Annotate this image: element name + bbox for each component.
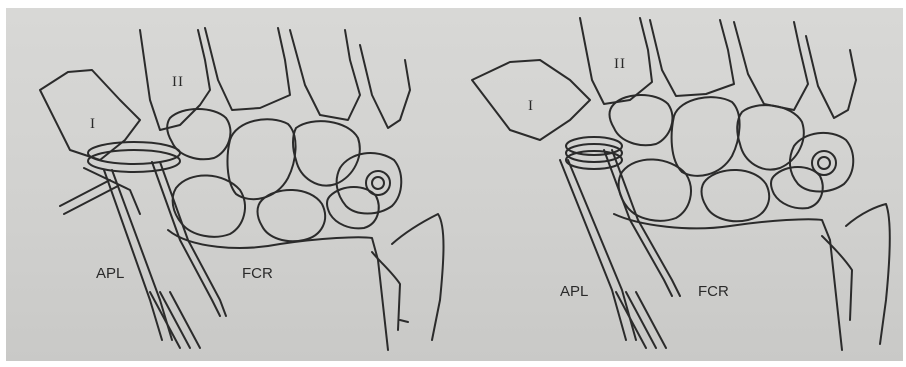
left-ulna-edge (372, 252, 400, 330)
left-metacarpal-III (205, 28, 290, 110)
right-metacarpal-IV (734, 22, 808, 110)
right-lunate (702, 170, 770, 221)
left-capitate (293, 121, 360, 185)
right-label-II: II (614, 56, 626, 72)
left-label-I: I (90, 116, 96, 132)
right-capitate (737, 105, 804, 169)
left-metacarpal-V (360, 45, 410, 128)
right-metacarpal-V (806, 36, 856, 118)
right-apl-slit (616, 292, 666, 348)
right-label-apl: APL (560, 283, 588, 300)
left-lunate (258, 190, 326, 241)
left-label-fcr: FCR (242, 265, 273, 282)
left-ulna (392, 214, 444, 340)
left-metacarpal-IV (290, 30, 360, 120)
right-label-fcr: FCR (698, 283, 729, 300)
left-pisiform-inner (372, 177, 384, 189)
left-panel: I II APL FCR (40, 28, 444, 350)
left-label-apl: APL (96, 265, 124, 282)
right-pisiform-inner (818, 157, 830, 169)
right-scaphoid (619, 159, 691, 220)
left-hamate-hook (337, 153, 402, 213)
left-trapezium (167, 109, 230, 159)
left-dot (400, 320, 408, 322)
right-radius (614, 214, 842, 350)
right-triquetrum (771, 167, 823, 208)
right-panel: I II APL FCR (472, 18, 890, 350)
right-metacarpal-III (650, 20, 734, 96)
left-tendon-tail (60, 168, 140, 214)
left-label-II: II (172, 74, 184, 90)
left-apl-slit (150, 292, 200, 348)
left-radius (168, 230, 388, 350)
right-label-I: I (528, 98, 534, 114)
right-apl-tendon (560, 160, 626, 340)
right-trapezoid (672, 97, 740, 176)
left-metacarpal-I (40, 70, 140, 160)
